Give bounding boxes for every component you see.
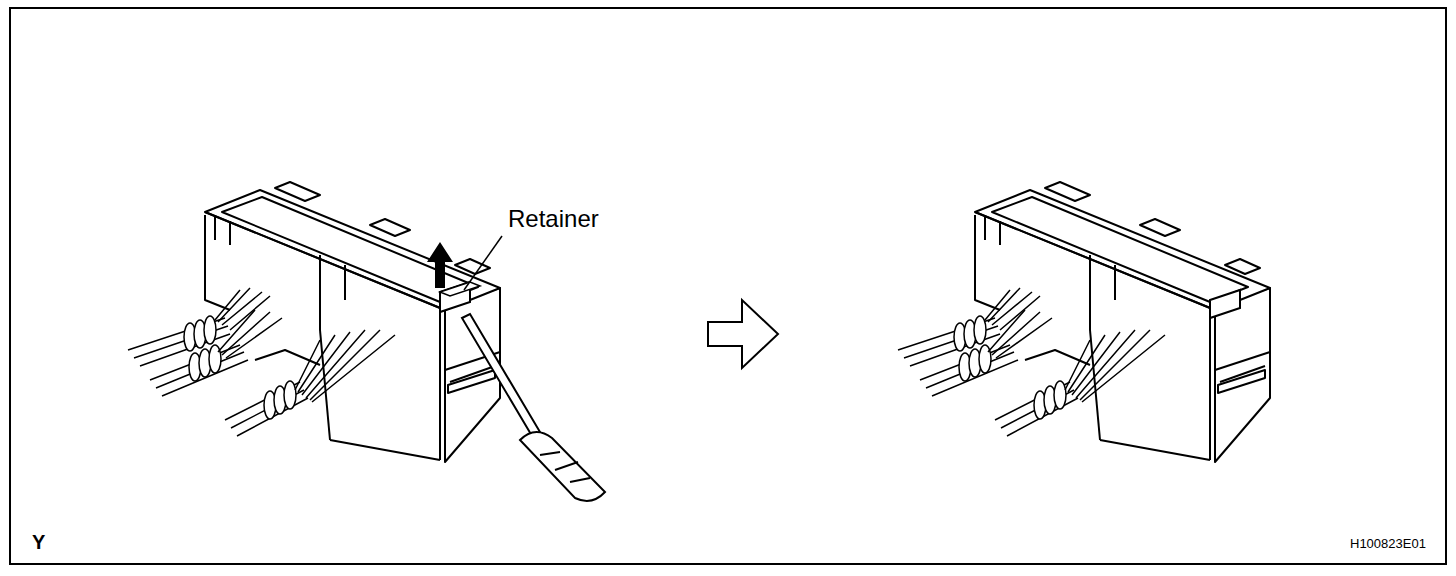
figure-id: H100823E01 — [1350, 536, 1426, 551]
view-code: Y — [32, 531, 45, 554]
part-name: Retainer — [508, 205, 599, 233]
